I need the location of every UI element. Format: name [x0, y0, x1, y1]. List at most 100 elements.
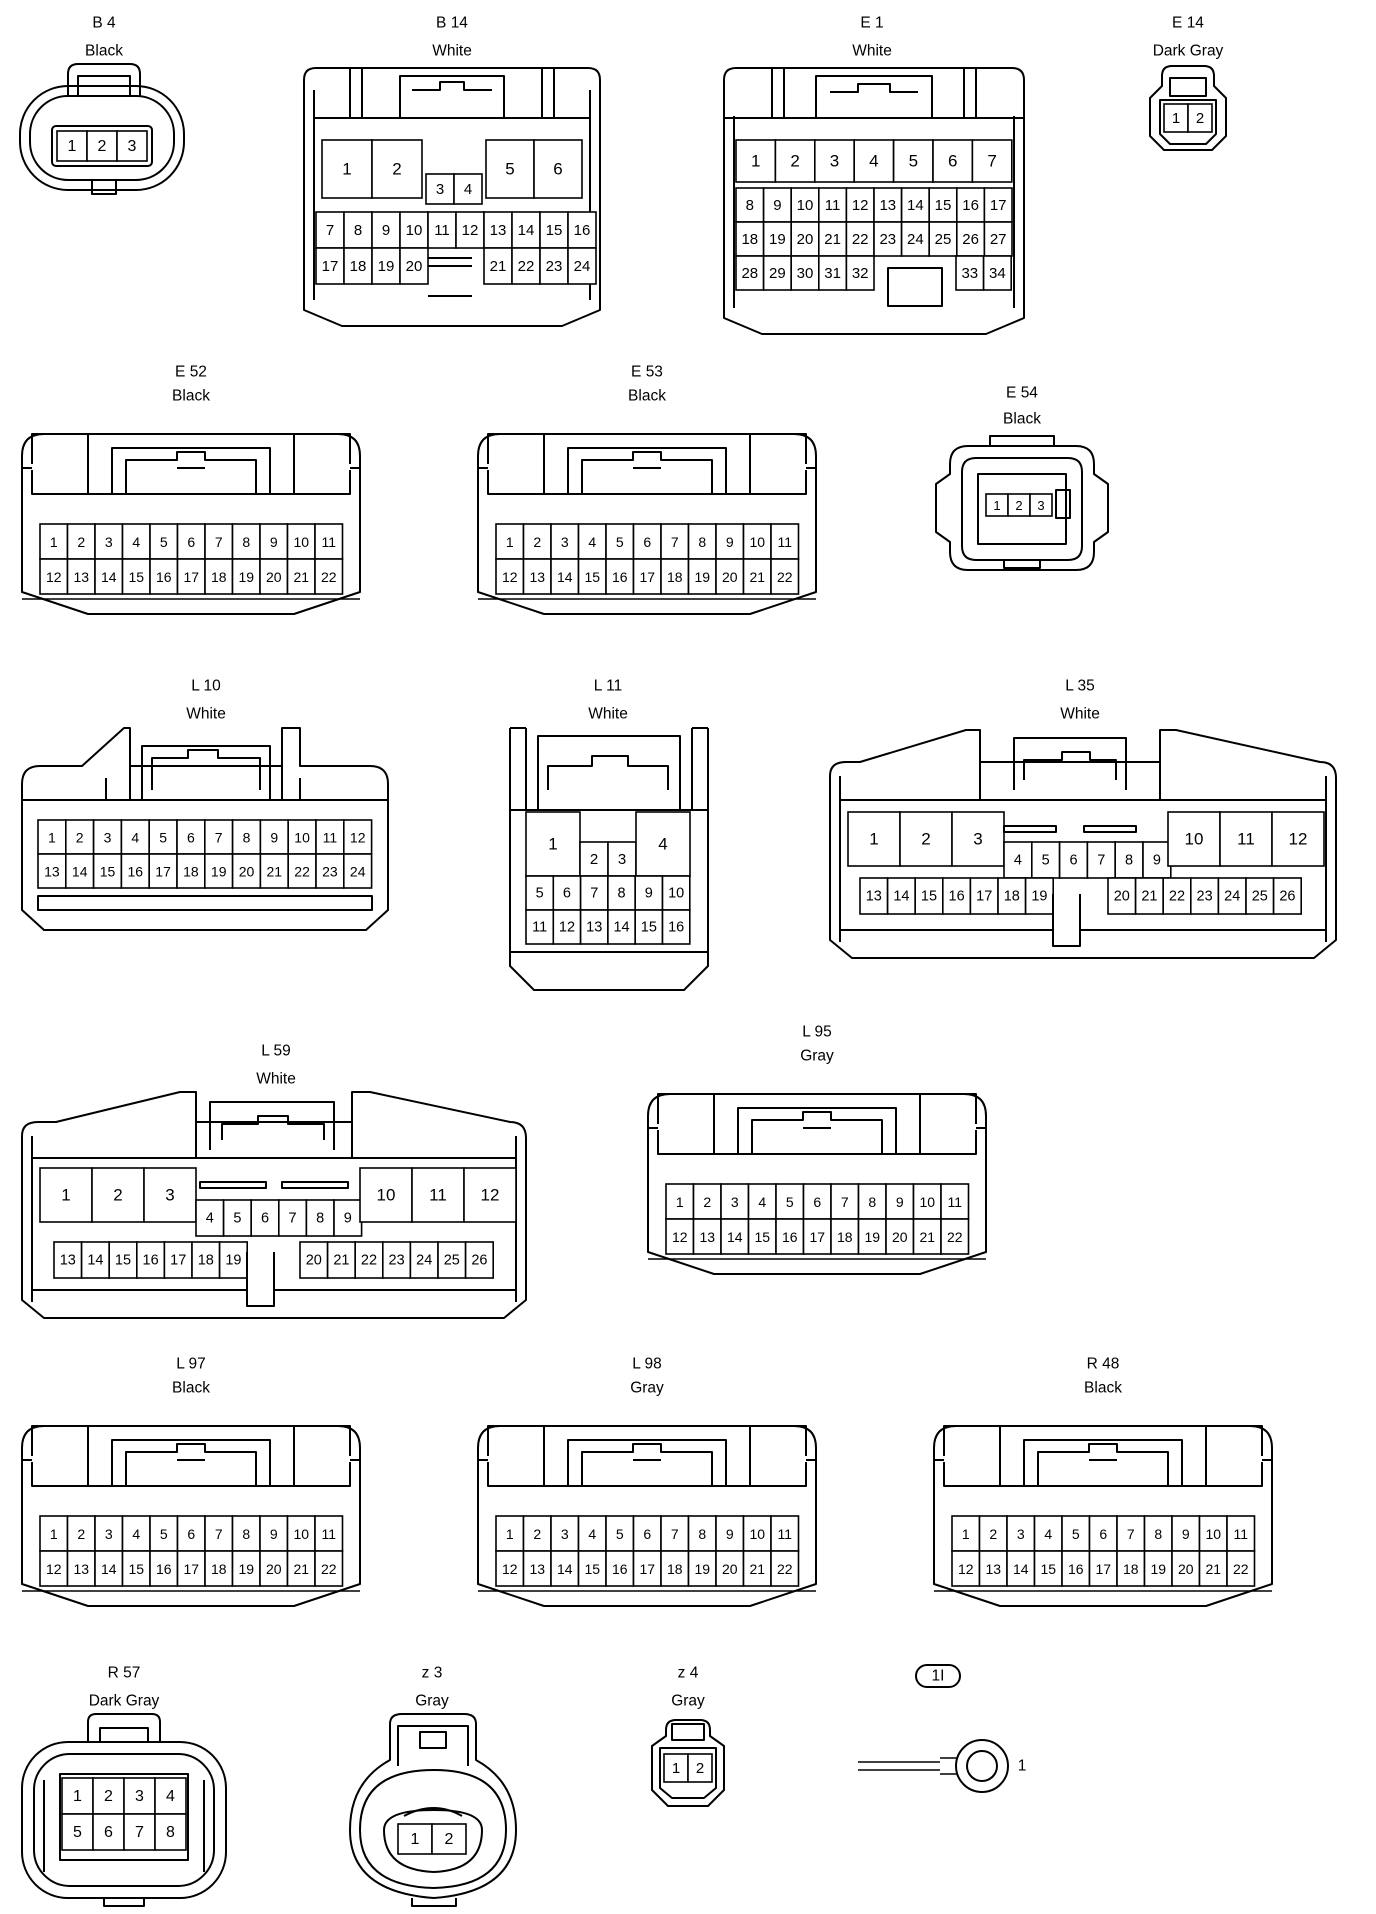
- pin-15: 15: [584, 569, 600, 585]
- pin-7: 7: [135, 1824, 144, 1841]
- pin-27: 27: [990, 231, 1007, 248]
- pin-6: 6: [187, 830, 195, 846]
- connector-id-label: R 48: [1087, 1356, 1120, 1373]
- pin-28: 28: [741, 265, 758, 282]
- pin-19: 19: [238, 1561, 254, 1577]
- connector-id-label: E 54: [1006, 385, 1038, 402]
- pin-13: 13: [699, 1229, 715, 1245]
- pin-24: 24: [350, 864, 366, 880]
- pin-33: 33: [961, 265, 978, 282]
- pin-13: 13: [73, 1561, 89, 1577]
- pin-25: 25: [1252, 889, 1268, 905]
- pin-11: 11: [1237, 830, 1255, 849]
- connector-id-label: L 11: [594, 678, 622, 695]
- pin-11: 11: [777, 1526, 792, 1542]
- pin-19: 19: [694, 569, 710, 585]
- pin-6: 6: [643, 1526, 651, 1542]
- pin-13: 13: [866, 889, 882, 905]
- pin-2: 2: [77, 1526, 85, 1542]
- pin-5: 5: [159, 830, 167, 846]
- pin-14: 14: [87, 1253, 103, 1269]
- pin-5: 5: [616, 1526, 624, 1542]
- pin-26: 26: [962, 231, 979, 248]
- connector-id-label: L 97: [176, 1356, 206, 1373]
- pin-13: 13: [586, 920, 602, 936]
- pin-10: 10: [668, 886, 684, 902]
- pin-2: 2: [76, 830, 84, 846]
- pin-20: 20: [306, 1253, 322, 1269]
- pin-1: 1: [48, 830, 56, 846]
- pin-15: 15: [115, 1253, 131, 1269]
- pin-12: 12: [350, 830, 366, 846]
- pin-1: 1: [1172, 110, 1180, 127]
- connector-id-label: E 1: [860, 15, 883, 32]
- pin-19: 19: [1150, 1561, 1166, 1577]
- pin-17: 17: [639, 569, 655, 585]
- pin-17: 17: [322, 258, 339, 275]
- pin-16: 16: [156, 569, 172, 585]
- pin-4: 4: [1014, 853, 1022, 869]
- pin-1: 1: [50, 1526, 58, 1542]
- pin-13: 13: [60, 1253, 76, 1269]
- pin-2: 2: [703, 1194, 711, 1210]
- pin-8: 8: [242, 534, 250, 550]
- pin-20: 20: [722, 1561, 738, 1577]
- pin-8: 8: [698, 534, 706, 550]
- pin-3: 3: [105, 534, 113, 550]
- pin-4: 4: [869, 152, 878, 171]
- pin-16: 16: [949, 889, 965, 905]
- pin-17: 17: [990, 197, 1007, 214]
- pin-7: 7: [671, 1526, 679, 1542]
- pin-21: 21: [749, 569, 765, 585]
- pin-14: 14: [907, 197, 924, 214]
- pin-8: 8: [354, 222, 362, 239]
- pin-6: 6: [104, 1824, 113, 1841]
- pin-2: 2: [696, 1760, 704, 1777]
- pin-19: 19: [225, 1253, 241, 1269]
- pin-9: 9: [270, 1526, 278, 1542]
- pin-9: 9: [645, 886, 653, 902]
- pin-23: 23: [1197, 889, 1213, 905]
- pin-5: 5: [616, 534, 624, 550]
- connector-id-label: R 57: [108, 1665, 141, 1682]
- connector-id-label: E 14: [1172, 15, 1204, 32]
- pin-3: 3: [436, 181, 444, 198]
- pin-20: 20: [266, 1561, 282, 1577]
- pin-2: 2: [445, 1831, 454, 1848]
- pin-7: 7: [215, 534, 223, 550]
- pin-19: 19: [769, 231, 786, 248]
- pin-16: 16: [612, 569, 628, 585]
- pin-6: 6: [261, 1211, 269, 1227]
- connector-id-label: z 3: [422, 1665, 443, 1682]
- pin-15: 15: [1040, 1561, 1056, 1577]
- pin-19: 19: [211, 864, 227, 880]
- pin-3: 3: [973, 830, 982, 849]
- pin-2: 2: [989, 1526, 997, 1542]
- connector-id-label: E 52: [175, 364, 207, 381]
- pin-12: 12: [481, 1186, 500, 1205]
- pin-21: 21: [1141, 889, 1157, 905]
- pin-5: 5: [73, 1824, 82, 1841]
- pin-14: 14: [72, 864, 88, 880]
- pin-8: 8: [166, 1824, 175, 1841]
- pin-1: 1: [548, 835, 557, 854]
- pin-1: 1: [61, 1186, 70, 1205]
- pin-9: 9: [344, 1211, 352, 1227]
- pin-34: 34: [989, 265, 1006, 282]
- pin-2: 2: [533, 534, 541, 550]
- connector-id-label: B 4: [92, 15, 116, 32]
- pin-1: 1: [73, 1788, 82, 1805]
- pin-16: 16: [143, 1253, 159, 1269]
- pin-1: 1: [962, 1526, 970, 1542]
- pin-1: 1: [506, 534, 514, 550]
- connector-color-label: Black: [1003, 411, 1041, 428]
- pin-9: 9: [382, 222, 390, 239]
- pin-21: 21: [490, 258, 507, 275]
- pin-20: 20: [722, 569, 738, 585]
- pin-12: 12: [958, 1561, 974, 1577]
- pin-11: 11: [323, 830, 338, 846]
- pin-10: 10: [1185, 830, 1204, 849]
